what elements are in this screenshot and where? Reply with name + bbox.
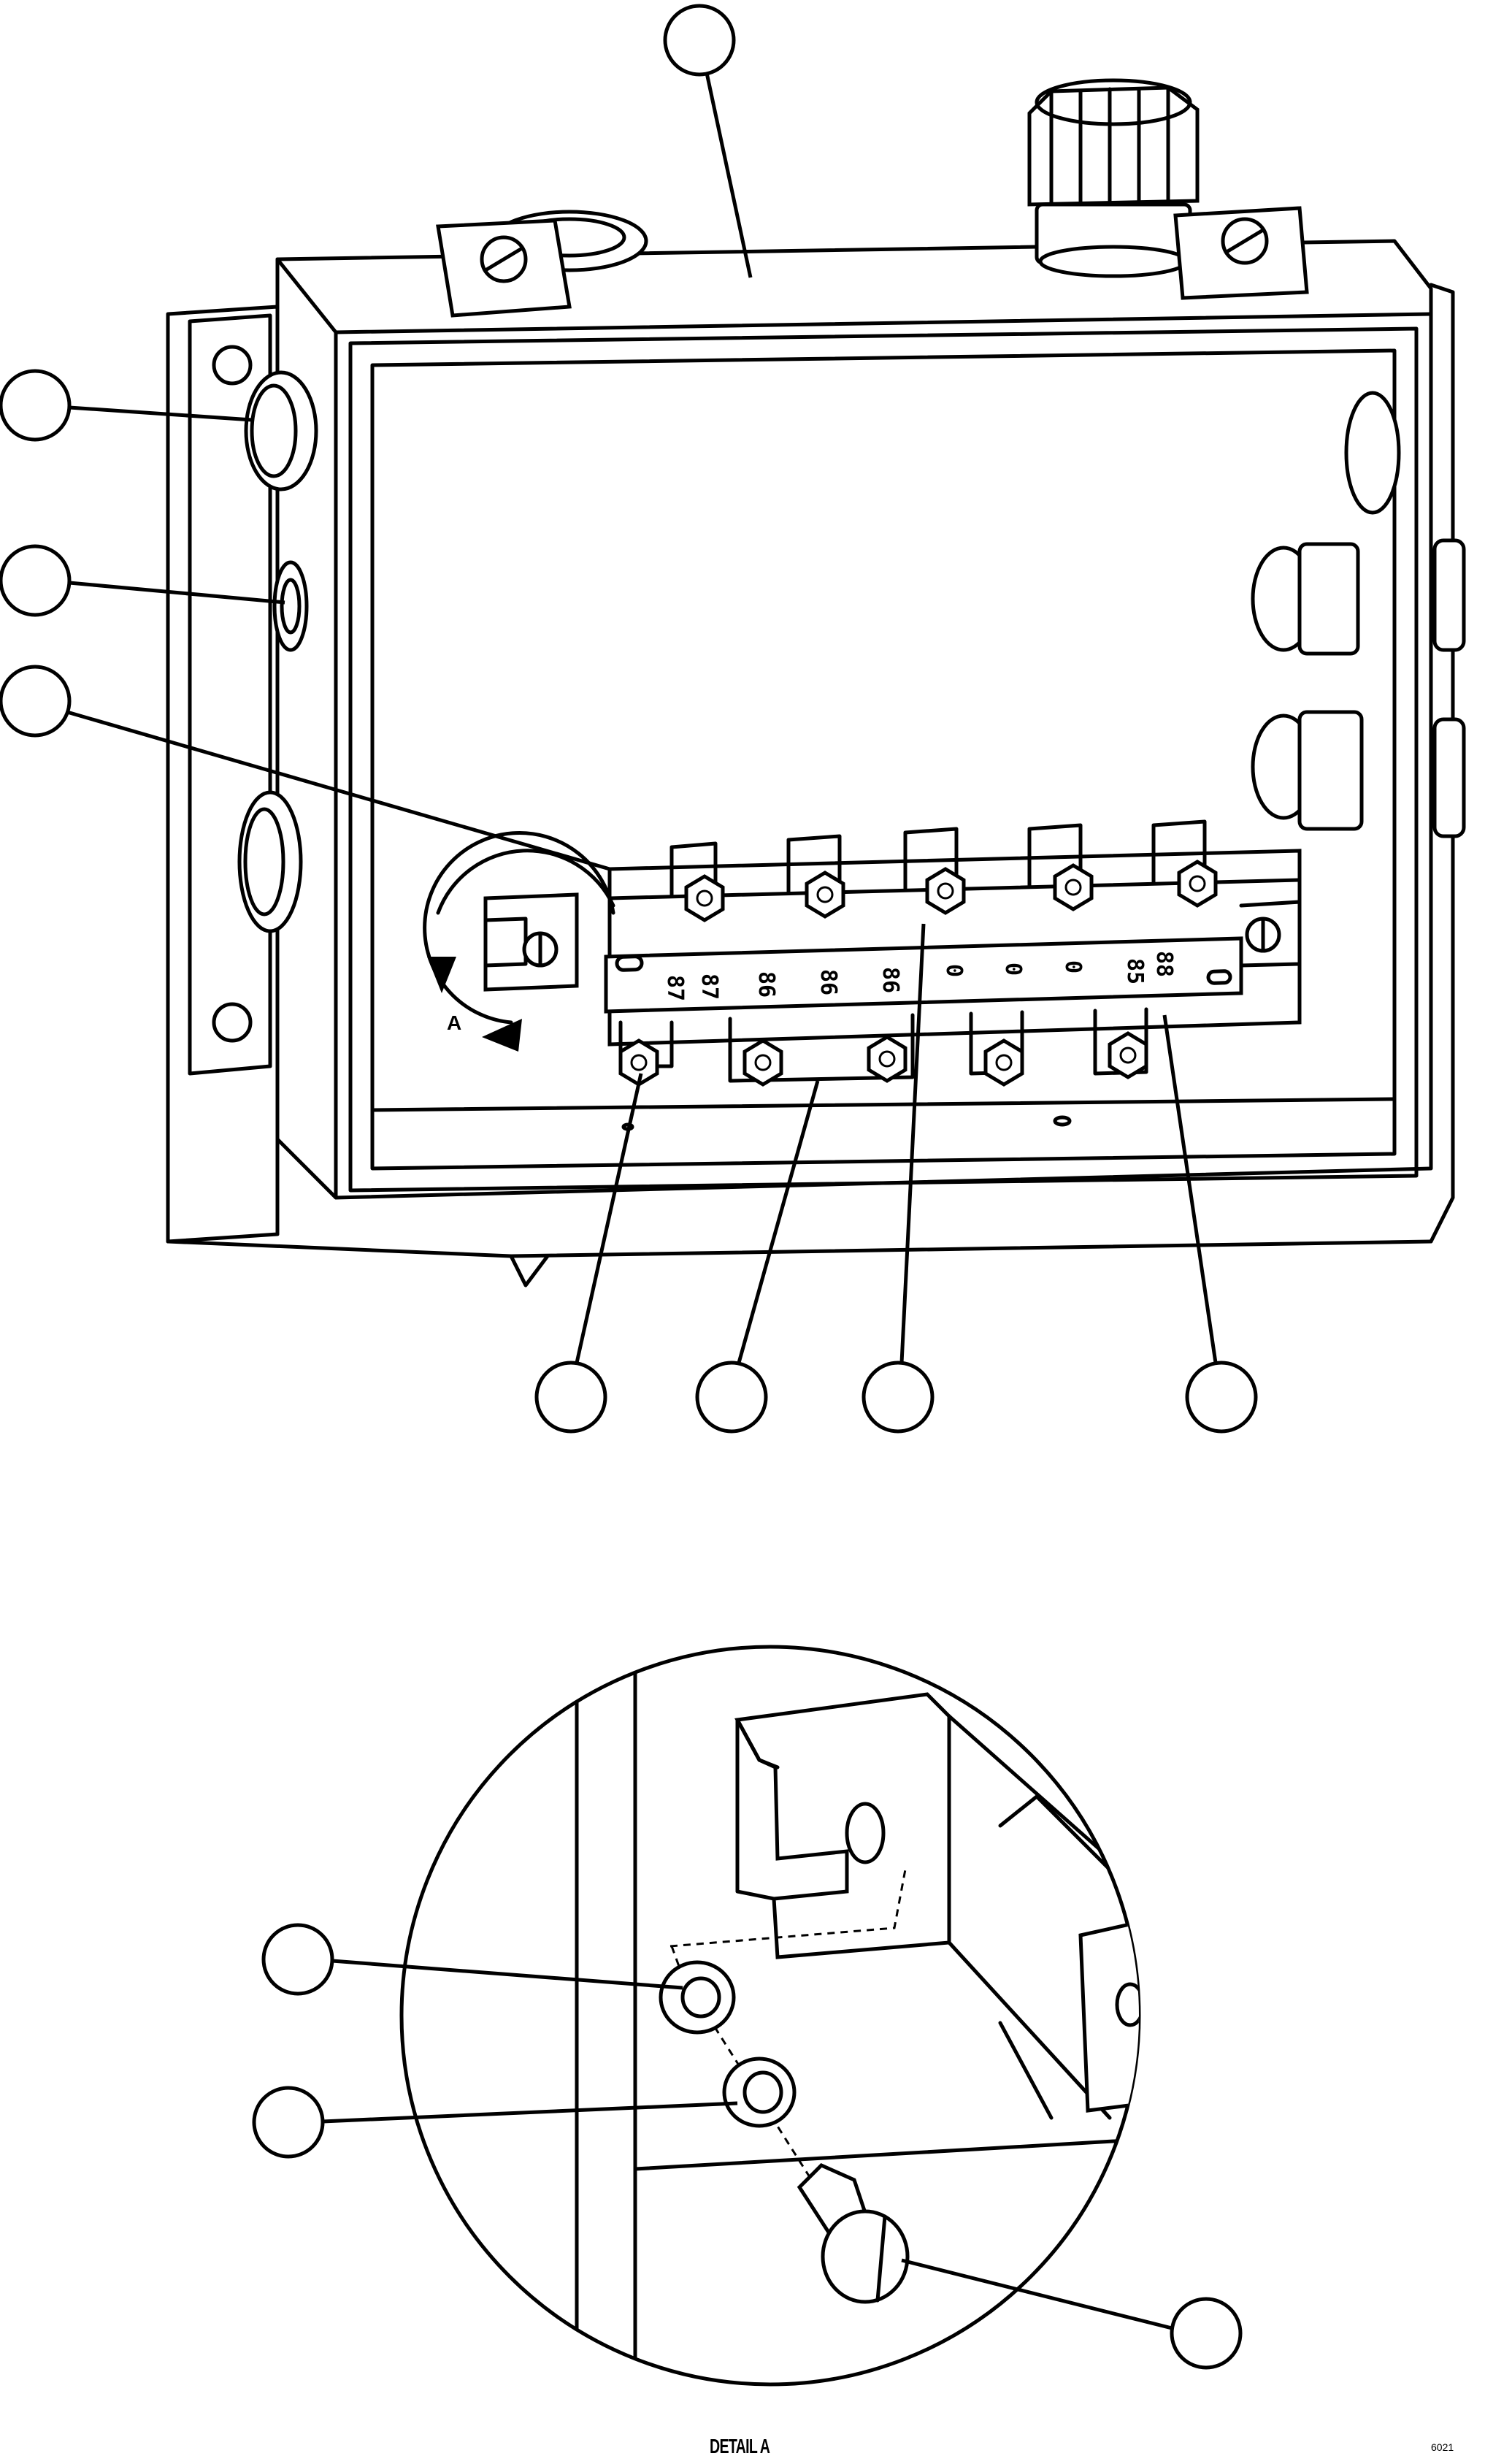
callout-balloon-bottom-3 [862,1361,935,1434]
view-label-a: A [447,1011,461,1034]
callouts-main [0,4,1258,1434]
detail-a-view [399,1645,1141,2387]
enclosure-body [275,239,1433,1200]
detail-flat-washer [659,1960,736,2035]
callout-balloon-top [663,4,736,77]
strip-marking-4: 86 [816,969,841,995]
strip-marking-10: 88 [1151,951,1177,977]
callout-balloon-detail-2 [252,2086,325,2159]
callout-balloon-detail-3 [1170,2297,1243,2370]
callout-balloon-left-3 [0,665,72,738]
detail-view-indicator: A [423,831,615,1052]
strip-marking-8: 0 [1060,960,1086,973]
left-bushing-middle [272,560,309,652]
callout-balloon-bottom-1 [534,1361,607,1434]
callout-balloon-bottom-2 [695,1361,768,1434]
marker-strip [604,936,1243,1014]
strip-markings: 87 87 86 86 86 0 0 0 85 88 [662,951,1177,1001]
callout-balloon-bottom-4 [1185,1361,1258,1434]
detail-lock-washer [722,2056,797,2128]
callouts-detail [252,1923,1243,2370]
strip-marking-1: 87 [662,975,688,1001]
strip-marking-2: 87 [697,973,722,1000]
strip-marking-5: 86 [878,967,903,993]
strip-marking-3: 86 [753,971,779,998]
left-bushing-top [244,370,318,491]
left-bushing-bottom [237,790,303,933]
callout-balloon-left-1 [0,369,72,442]
strip-marking-7: 0 [1000,963,1026,976]
junction-box-assembly: 87 87 86 86 86 0 0 0 85 88 [166,78,1466,1288]
callout-balloon-left-2 [0,544,72,617]
mounting-plate [166,305,280,1244]
callout-balloon-detail-1 [261,1923,334,1996]
detail-title: DETAIL A [710,2435,770,2457]
strip-marking-6: 0 [941,964,967,977]
terminal-nuts-bottom [618,1031,1148,1087]
detail-bracket [734,1692,951,1959]
strip-marking-9: 85 [1122,958,1148,984]
cable-gland [1027,85,1200,207]
terminal-nuts-top [684,860,1218,922]
corner-note: 6021 [1431,2441,1454,2453]
